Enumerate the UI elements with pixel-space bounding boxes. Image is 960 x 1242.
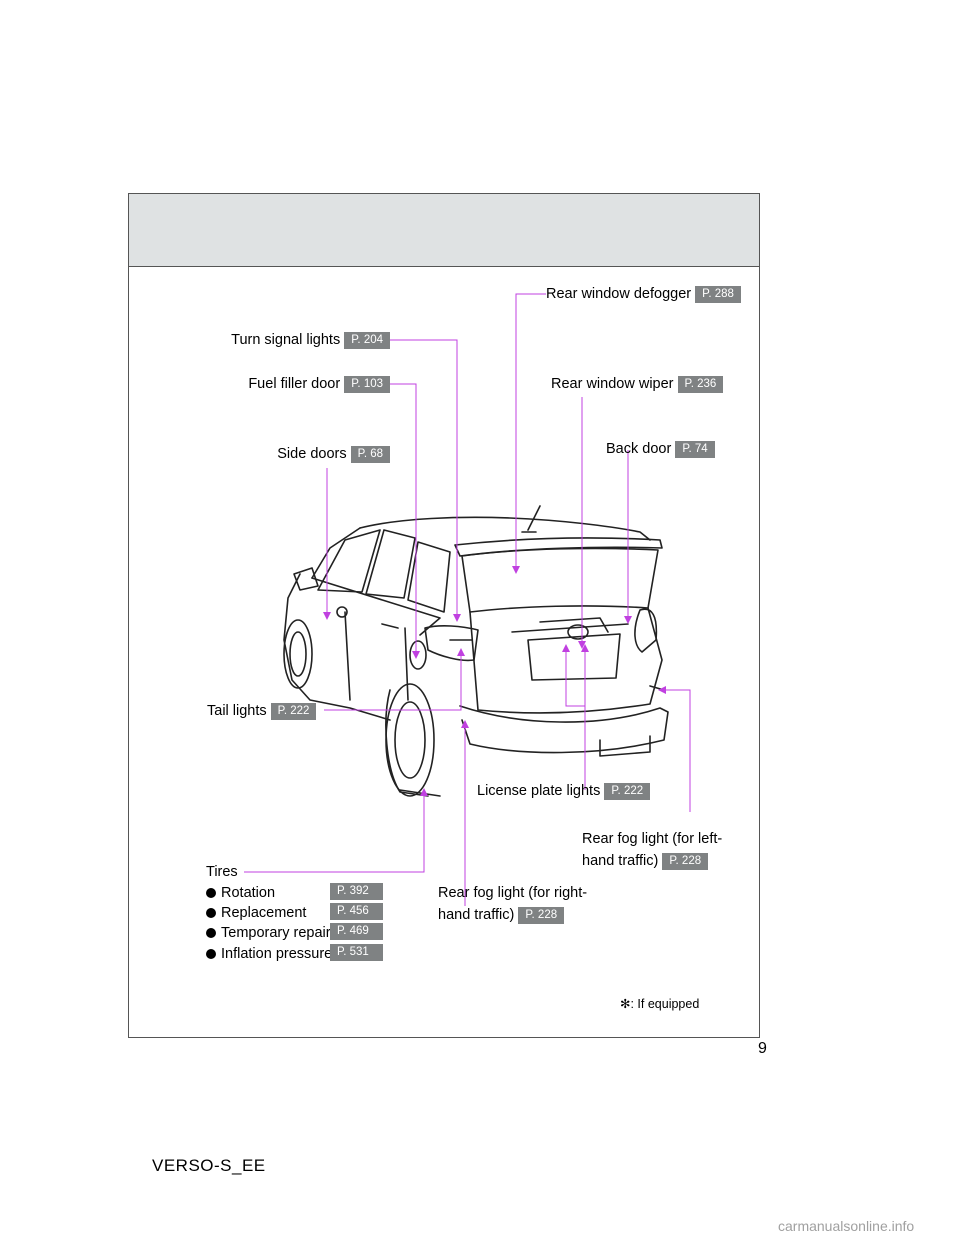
label-license-plate-lights: License plate lights P. 222 — [477, 782, 651, 800]
page-ref-badge[interactable]: P. 392 — [330, 883, 383, 901]
page-number: 9 — [758, 1040, 767, 1057]
page-ref-badge[interactable]: P. 222 — [270, 702, 317, 720]
tires-item-inflation-pressure: Inflation pressure — [206, 945, 332, 963]
leader-arrowheads — [323, 566, 666, 796]
page-ref-badge[interactable]: P. 222 — [604, 782, 651, 800]
label-fuel-filler-door: Fuel filler door P. 103 — [248, 375, 390, 393]
watermark: carmanualsonline.info — [778, 1218, 915, 1234]
figure-panel — [128, 193, 760, 1038]
leader-lines — [244, 293, 691, 906]
label-tail-lights: Tail lights P. 222 — [207, 702, 317, 720]
asterisk-icon: ✻ — [620, 997, 631, 1011]
car-outline — [283, 505, 669, 797]
page-ref-badge[interactable]: P. 74 — [675, 440, 715, 458]
tires-item-replacement: Replacement — [206, 904, 306, 922]
page-ref-badge[interactable]: P. 103 — [344, 375, 390, 393]
tires-title: Tires — [206, 864, 238, 880]
bullet-dot — [206, 928, 216, 938]
label-rear-window-wiper: Rear window wiper P. 236 — [551, 375, 724, 393]
page-ref-badge[interactable]: P. 204 — [344, 331, 390, 349]
page-ref-badge[interactable]: P. 236 — [677, 375, 724, 393]
label-turn-signal-lights: Turn signal lights P. 204 — [231, 331, 390, 349]
page-ref-badge[interactable]: P. 531 — [330, 944, 383, 962]
footer-code: VERSO-S_EE — [152, 1156, 266, 1175]
label-back-door: Back door P. 74 — [606, 440, 715, 458]
label-rear-fog-light-left: Rear fog light (for left- hand traffic) … — [582, 831, 723, 870]
page-ref-badge[interactable]: P. 456 — [330, 903, 383, 921]
page-ref-badge[interactable]: P. 68 — [350, 445, 390, 463]
label-rear-window-defogger: Rear window defogger P. 288 — [546, 285, 741, 303]
bullet-dot — [206, 908, 216, 918]
page-ref-badge[interactable]: P. 228 — [518, 906, 565, 924]
if-equipped-note: ✻: If equipped — [620, 997, 700, 1011]
tires-item-rotation: Rotation — [206, 884, 275, 902]
page-ref-badge[interactable]: P. 469 — [330, 923, 383, 941]
tires-item-temporary-repair: Temporary repair — [206, 924, 331, 942]
page-ref-badge[interactable]: P. 228 — [662, 852, 709, 870]
panel-header-band — [129, 194, 759, 267]
label-rear-fog-light-right: Rear fog light (for right- hand traffic)… — [438, 885, 588, 924]
page-ref-badge[interactable]: P. 288 — [695, 285, 741, 303]
bullet-dot — [206, 949, 216, 959]
label-side-doors: Side doors P. 68 — [277, 445, 390, 463]
bullet-dot — [206, 888, 216, 898]
